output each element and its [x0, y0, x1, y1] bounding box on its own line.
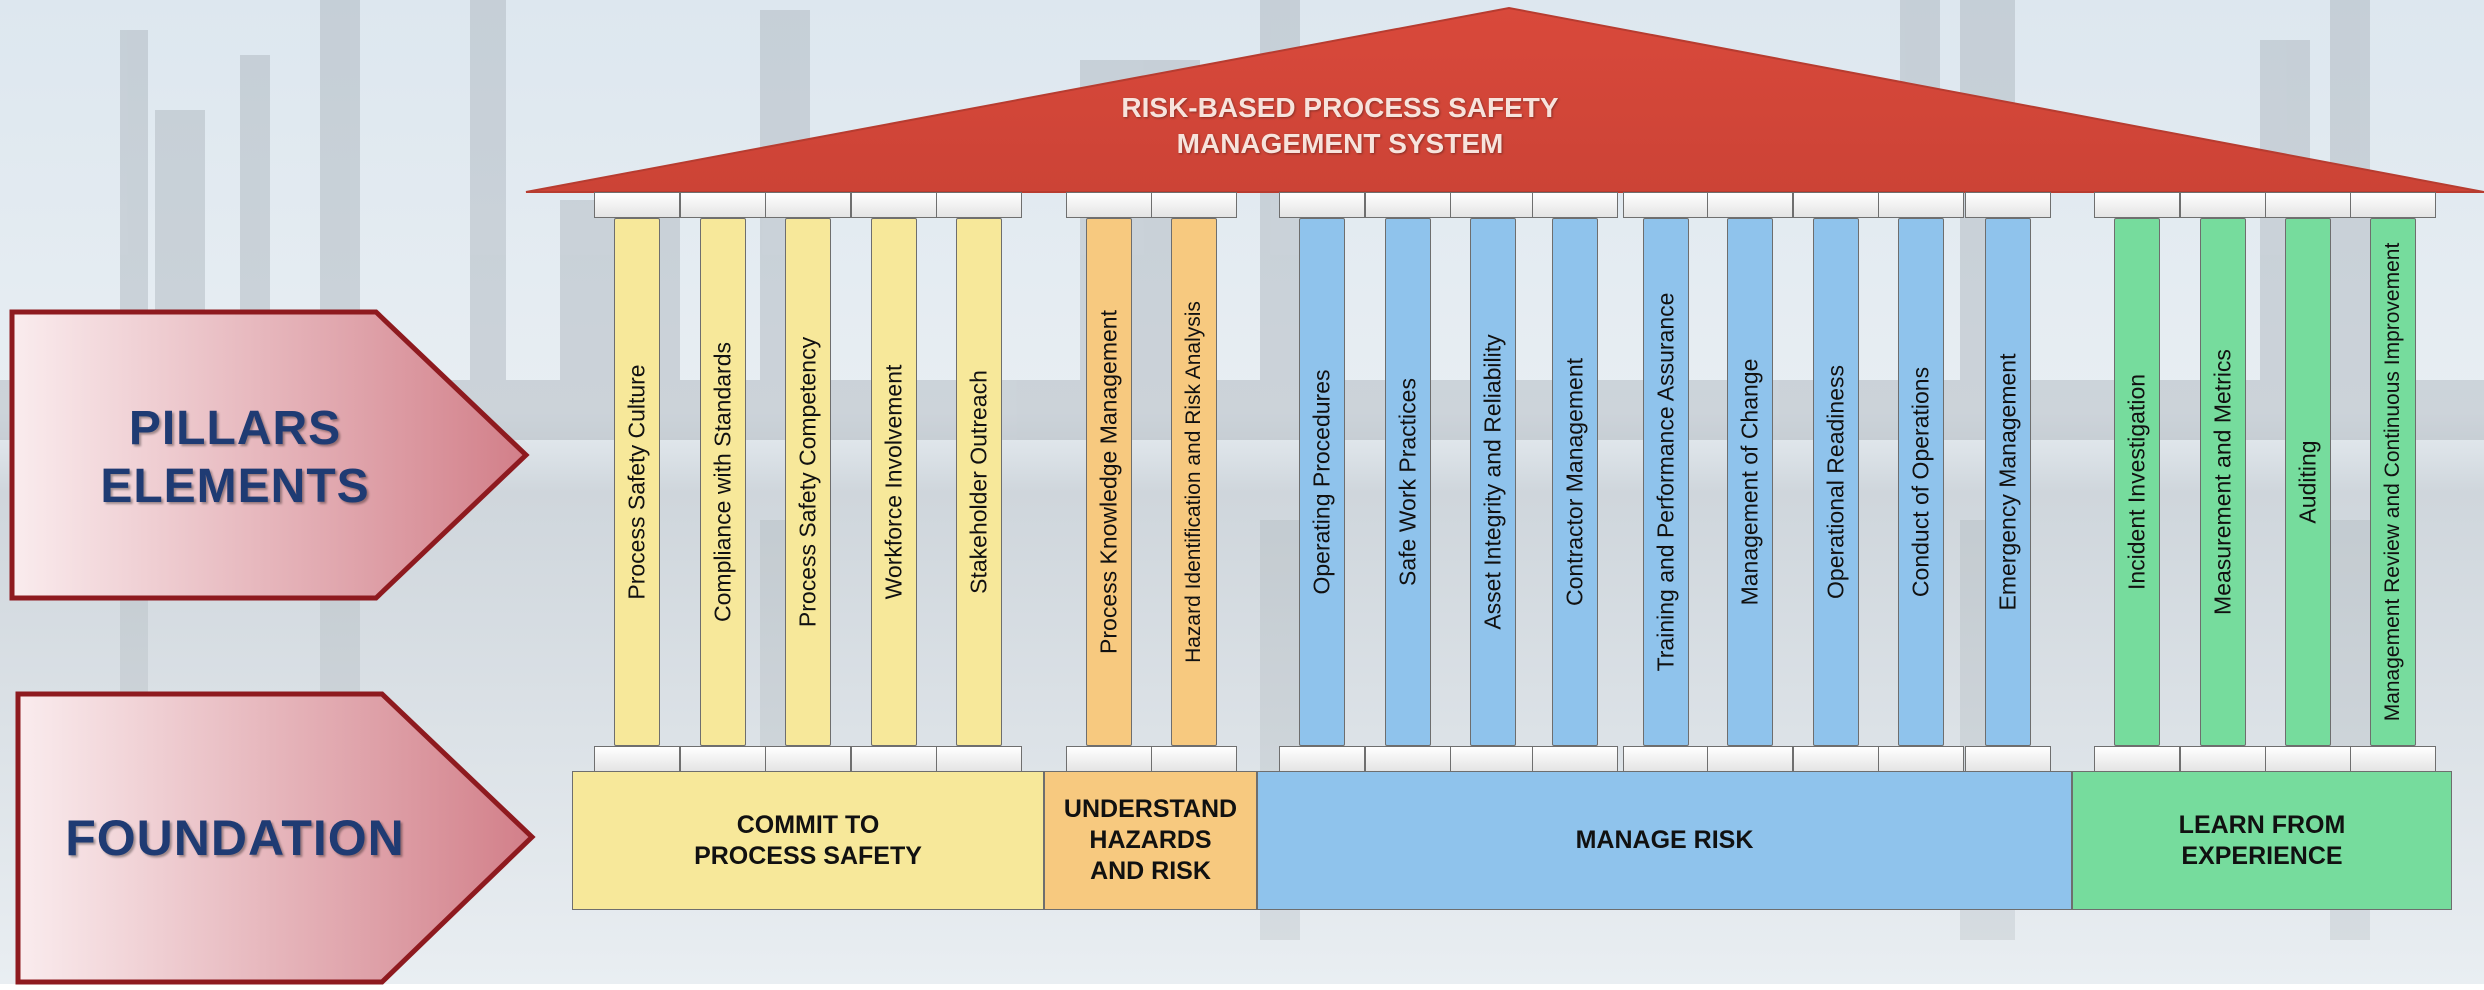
pillar-pedestal	[1707, 746, 1793, 772]
pillar: Emergency Management	[1985, 218, 2031, 746]
foundation-label: LEARN FROM EXPERIENCE	[2178, 810, 2346, 870]
pillar: Incident Investigation	[2114, 218, 2160, 746]
pillar-pedestal	[1532, 746, 1618, 772]
pillar-capital	[2350, 192, 2436, 218]
pillar-pedestal	[680, 746, 766, 772]
pillar-label: Emergency Management	[1994, 353, 2021, 611]
pillar: Compliance with Standards	[700, 218, 746, 746]
pillar-label: Operating Procedures	[1308, 369, 1335, 595]
pillar: Management Review and Continuous Improve…	[2370, 218, 2416, 746]
elements-label: ELEMENTS	[100, 460, 370, 513]
pillar-label: Operational Readiness	[1822, 365, 1849, 599]
pillar-capital	[1623, 192, 1709, 218]
pillar-capital	[2265, 192, 2351, 218]
pillar-pedestal	[594, 746, 680, 772]
pillar-label: Hazard Identification and Risk Analysis	[1182, 301, 1205, 663]
pillar-capital	[1066, 192, 1152, 218]
pillar-pedestal	[2265, 746, 2351, 772]
pillar-pedestal	[1151, 746, 1237, 772]
pillar-pedestal	[1965, 746, 2051, 772]
roof-title-line-1: RISK-BASED PROCESS SAFETY	[1121, 92, 1559, 123]
pillar-pedestal	[2350, 746, 2436, 772]
pillar-label: Process Safety Competency	[794, 336, 821, 628]
pillar: Conduct of Operations	[1898, 218, 1944, 746]
foundation-label: MANAGE RISK	[1575, 826, 1754, 854]
pillar-capital	[1279, 192, 1365, 218]
pillar-capital	[1793, 192, 1879, 218]
foundation-block-manage: MANAGE RISK	[1257, 771, 2072, 910]
foundation-label: COMMIT TO PROCESS SAFETY	[694, 810, 922, 870]
pillar-label: Process Safety Culture	[623, 364, 650, 600]
pillars-elements-arrow: PILLARS ELEMENTS	[0, 308, 540, 608]
pillar-label: Auditing	[2294, 440, 2321, 524]
pillar-label: Incident Investigation	[2123, 373, 2150, 591]
pillar-pedestal	[1793, 746, 1879, 772]
pillar-label: Stakeholder Outreach	[965, 370, 992, 594]
foundation-block-commit: COMMIT TO PROCESS SAFETY	[572, 771, 1044, 910]
pillar-label: Training and Performance Assurance	[1652, 292, 1679, 672]
pillar: Contractor Management	[1552, 218, 1598, 746]
foundation-block-learn: LEARN FROM EXPERIENCE	[2072, 771, 2452, 910]
pillar-capital	[680, 192, 766, 218]
pillar-capital	[765, 192, 851, 218]
pillar: Safe Work Practices	[1385, 218, 1431, 746]
pillar-pedestal	[1878, 746, 1964, 772]
pillar-capital	[1532, 192, 1618, 218]
pillar: Management of Change	[1727, 218, 1773, 746]
pillar: Process Knowledge Management	[1086, 218, 1132, 746]
pillar-label: Workforce Involvement	[880, 364, 907, 600]
pillar-capital	[1365, 192, 1451, 218]
pillar: Stakeholder Outreach	[956, 218, 1002, 746]
pillar: Auditing	[2285, 218, 2331, 746]
pillar-capital	[594, 192, 680, 218]
pillar: Process Safety Culture	[614, 218, 660, 746]
pillar-label: Conduct of Operations	[1907, 366, 1934, 598]
pillar-pedestal	[1623, 746, 1709, 772]
pillar: Operating Procedures	[1299, 218, 1345, 746]
pillar-pedestal	[2180, 746, 2266, 772]
pillar-capital	[2180, 192, 2266, 218]
foundation-arrow: FOUNDATION	[0, 690, 540, 990]
pillar: Process Safety Competency	[785, 218, 831, 746]
foundation-block-understand: UNDERSTAND HAZARDS AND RISK	[1044, 771, 1257, 910]
pillar-pedestal	[765, 746, 851, 772]
pillar: Hazard Identification and Risk Analysis	[1171, 218, 1217, 746]
pillar-label: Compliance with Standards	[709, 342, 736, 622]
pillar: Asset Integrity and Reliability	[1470, 218, 1516, 746]
pillar-capital	[1151, 192, 1237, 218]
pillar-capital	[1450, 192, 1536, 218]
pillar-label: Contractor Management	[1561, 357, 1588, 607]
pillar-capital	[2094, 192, 2180, 218]
pillar-pedestal	[2094, 746, 2180, 772]
pillar: Training and Performance Assurance	[1643, 218, 1689, 746]
pillar-pedestal	[936, 746, 1022, 772]
pillar-label: Safe Work Practices	[1394, 378, 1421, 586]
pillar-pedestal	[851, 746, 937, 772]
pillar-pedestal	[1279, 746, 1365, 772]
pillar: Measurement and Metrics	[2200, 218, 2246, 746]
pillar-label: Process Knowledge Management	[1095, 310, 1122, 654]
foundation-label: FOUNDATION	[65, 810, 405, 866]
pillar-label: Measurement and Metrics	[2209, 349, 2236, 615]
pillar-capital	[1707, 192, 1793, 218]
roof-title: RISK-BASED PROCESS SAFETY MANAGEMENT SYS…	[1100, 90, 1580, 162]
roof-title-line-2: MANAGEMENT SYSTEM	[1176, 128, 1504, 159]
pillars-label: PILLARS	[128, 402, 342, 455]
pillar-label: Management Review and Continuous Improve…	[2381, 242, 2404, 722]
pillar-capital	[1965, 192, 2051, 218]
foundation-label: UNDERSTAND HAZARDS AND RISK	[1063, 795, 1238, 885]
pillar-capital	[1878, 192, 1964, 218]
pillar-capital	[851, 192, 937, 218]
pillar-capital	[936, 192, 1022, 218]
pillar-pedestal	[1365, 746, 1451, 772]
pillar-label: Asset Integrity and Reliability	[1479, 334, 1506, 630]
pillar-pedestal	[1066, 746, 1152, 772]
pillar: Workforce Involvement	[871, 218, 917, 746]
pillar-label: Management of Change	[1736, 358, 1763, 606]
pillar: Operational Readiness	[1813, 218, 1859, 746]
pillar-pedestal	[1450, 746, 1536, 772]
